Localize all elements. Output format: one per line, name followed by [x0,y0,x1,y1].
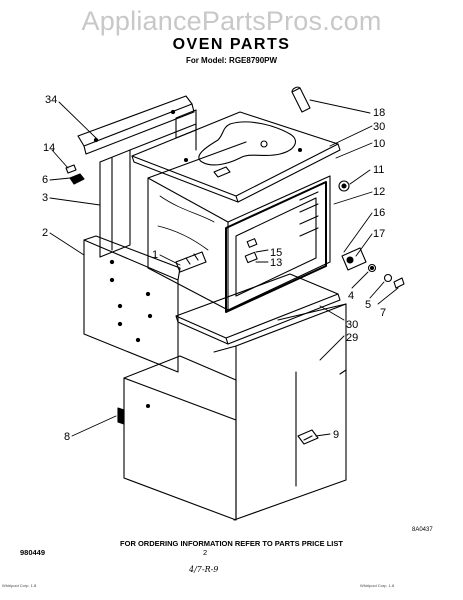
watermark: AppliancePartsPros.com [81,6,382,36]
callout-15: 15 [270,247,282,259]
callout-1: 1 [152,249,158,261]
callout-8: 8 [64,431,70,443]
part-1-bracket [175,251,207,273]
callout-29: 29 [346,332,358,344]
callout-34: 34 [45,94,57,106]
part-12-oven-cavity [147,141,331,313]
callout-5: 5 [365,299,371,311]
part-34-trim-strip [77,95,195,155]
page-number: 2 [203,548,208,557]
part-30-oven-bottom [175,273,341,345]
part-6-clip [65,164,85,185]
callout-3: 3 [42,192,48,204]
ordering-note: FOR ORDERING INFORMATION REFER TO PARTS … [120,539,343,548]
part-8-front-panel [117,355,237,521]
callout-12: 12 [373,186,385,198]
part-9-clip [297,429,319,445]
callout-18: 18 [373,107,385,119]
callout-17: 17 [373,228,385,240]
part-16-element-assembly [341,247,405,289]
callout-4: 4 [348,290,354,302]
copyright-right: Whirlpool Corp. 1.8 [360,583,395,588]
callout-14: 14 [43,142,55,154]
part-code: 980449 [20,548,46,557]
page-title: OVEN PARTS [172,36,291,53]
callout-2: 2 [42,227,48,239]
callout-30-bottom: 30 [346,319,358,331]
part-3-rear-panel [99,109,197,258]
figure-code: 8A0437 [412,527,433,533]
model-line: For Model: RGE8790PW [185,56,278,65]
callout-11: 11 [373,164,384,176]
part-18-vent-tube [291,86,311,113]
callout-16: 16 [373,207,385,219]
copyright-left: Whirlpool Corp. 1.8 [2,583,37,588]
part-11-plug [338,180,350,192]
callout-10: 10 [373,138,385,150]
handwritten-note: 4/7-R-9 [189,565,219,574]
part-2-side-panel [83,235,181,373]
part-30-liner-top [131,111,341,203]
part-29-cabinet [213,303,347,521]
callout-6: 6 [42,174,48,186]
callouts: 34 14 6 3 2 1 8 18 30 10 11 12 16 17 15 … [42,94,386,443]
callout-30-top: 30 [373,121,385,133]
callout-13: 13 [270,257,282,269]
callout-9: 9 [333,429,339,441]
callout-7: 7 [380,307,386,319]
leader-lines [49,99,399,437]
